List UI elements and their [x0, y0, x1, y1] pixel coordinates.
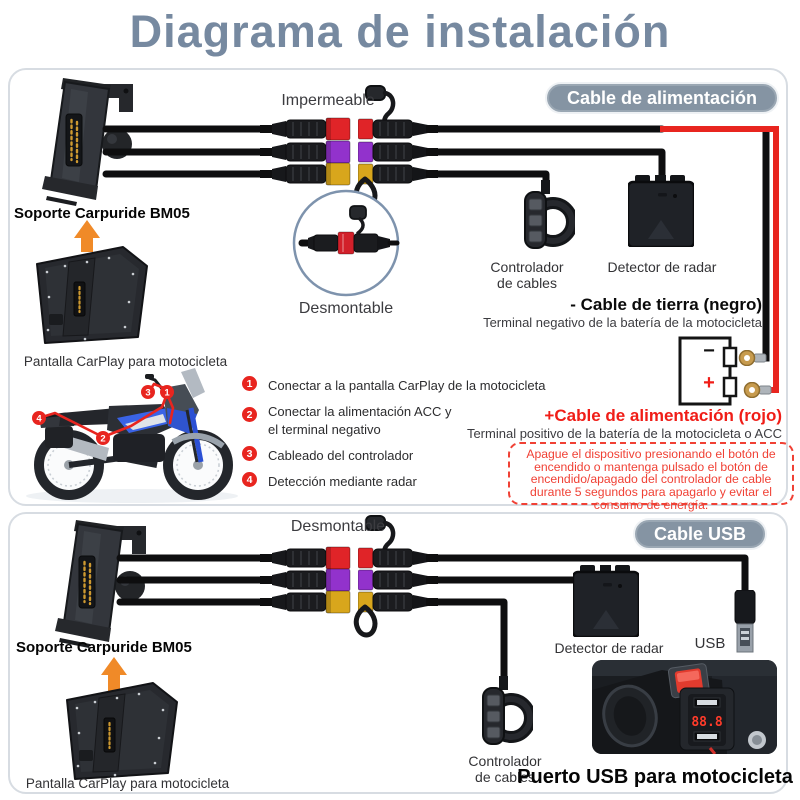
- usb-cables: [116, 554, 749, 684]
- controller-label-line2: de cables: [475, 769, 535, 785]
- mount-label: Soporte Carpuride BM05: [16, 639, 192, 656]
- motorcycle-illustration: 1 2 3 4: [26, 368, 238, 503]
- controller-label-line2: de cables: [497, 275, 557, 291]
- phone-mount-illustration: [40, 76, 135, 206]
- step-1-text: Conectar a la pantalla CarPlay de la mot…: [268, 378, 546, 393]
- page-title: Diagrama de instalación: [129, 6, 671, 57]
- radar-label: Detector de radar: [607, 259, 717, 275]
- socket-cap: [602, 684, 658, 748]
- step-3-badge: 3: [242, 446, 257, 461]
- controller-label-line1: Controlador: [468, 753, 542, 769]
- ring-terminal-negative: [738, 350, 767, 366]
- battery-minus-sign: −: [703, 340, 715, 362]
- desmontable-label: Desmontable: [290, 518, 386, 535]
- connector-yellow-female: [260, 162, 351, 186]
- usb-cable-badge: Cable USB: [635, 520, 765, 548]
- step-1-badge: 1: [242, 376, 257, 391]
- radar-label: Detector de radar: [554, 640, 664, 656]
- ground-cable-title: - Cable de tierra (negro): [570, 295, 762, 314]
- connector-yellow-female: [260, 590, 351, 614]
- bike-step-markers: 1 2 3 4: [32, 385, 174, 445]
- voltmeter-led-display: 88.8: [691, 715, 722, 730]
- carplay-screen-illustration: [35, 245, 149, 345]
- connector-red-male: [358, 547, 438, 569]
- battery-plus-sign: +: [703, 372, 715, 394]
- power-cable-subtitle: Terminal positivo de la batería de la mo…: [466, 426, 782, 441]
- usb-port-title: Puerto USB para motocicleta: [517, 766, 793, 788]
- arrow-up-icon: [74, 220, 100, 252]
- cable-controller-illustration: [525, 180, 572, 248]
- red-power-wire: [660, 126, 779, 393]
- radar-detector-illustration: [628, 173, 694, 247]
- power-diagram-art: 1 2 3 4: [26, 76, 779, 503]
- step-2-badge: 2: [242, 407, 257, 422]
- usb-label: USB: [694, 635, 726, 652]
- impermeable-label: Impermeable: [281, 92, 375, 109]
- power-cable-panel: 1 2 3 4 Cable de alimentación Impermeabl…: [8, 68, 794, 511]
- desmontable-label: Desmontable: [298, 300, 394, 317]
- power-cable-badge: Cable de alimentación: [547, 84, 777, 112]
- step-4-text: Detección mediante radar: [268, 474, 417, 489]
- bike-marker-4: 4: [36, 414, 42, 425]
- radar-detector-illustration: [573, 563, 639, 637]
- connector-purple-female: [260, 140, 351, 164]
- screen-label: Pantalla CarPlay para motocicleta: [25, 776, 230, 791]
- usb-port-photo: 88.8: [592, 660, 777, 754]
- connector-purple-male: [358, 141, 438, 163]
- connector-red-female: [260, 546, 351, 570]
- ground-cable-subtitle: Terminal negativo de la batería de la mo…: [483, 315, 762, 330]
- step-4-badge: 4: [242, 472, 257, 487]
- screen-label: Pantalla CarPlay para motocicleta: [23, 354, 228, 369]
- detachable-inset: [292, 189, 400, 297]
- carplay-screen-illustration: [65, 681, 179, 781]
- power-cable-title: +Cable de alimentación (rojo): [544, 406, 782, 425]
- bike-marker-1: 1: [164, 388, 170, 399]
- connector-red-male: [358, 118, 438, 140]
- ring-terminal-positive: [743, 382, 772, 398]
- power-warning-note: Apague el dispositivo presionando el bot…: [508, 442, 794, 511]
- mount-label: Soporte Carpuride BM05: [14, 205, 190, 222]
- usb-diagram-art: 88.8: [53, 514, 777, 781]
- step-2-text: Conectar la alimentación ACC y el termin…: [268, 404, 452, 437]
- bike-marker-3: 3: [145, 388, 150, 399]
- usb-plug-illustration: [734, 590, 756, 653]
- connector-purple-female: [260, 568, 351, 592]
- bike-marker-2: 2: [100, 434, 105, 445]
- controller-label-line1: Controlador: [490, 259, 564, 275]
- connector-red-female: [260, 117, 351, 141]
- arrow-up-icon: [101, 657, 127, 691]
- connector-purple-male: [358, 569, 438, 591]
- step-3-text: Cableado del controlador: [268, 448, 414, 463]
- phone-mount-illustration: [53, 518, 148, 648]
- usb-cable-panel: 88.8 Cable USB Desmontable Soporte Carpu…: [8, 512, 793, 794]
- cable-controller-illustration: [483, 676, 530, 744]
- battery-illustration: [678, 336, 772, 406]
